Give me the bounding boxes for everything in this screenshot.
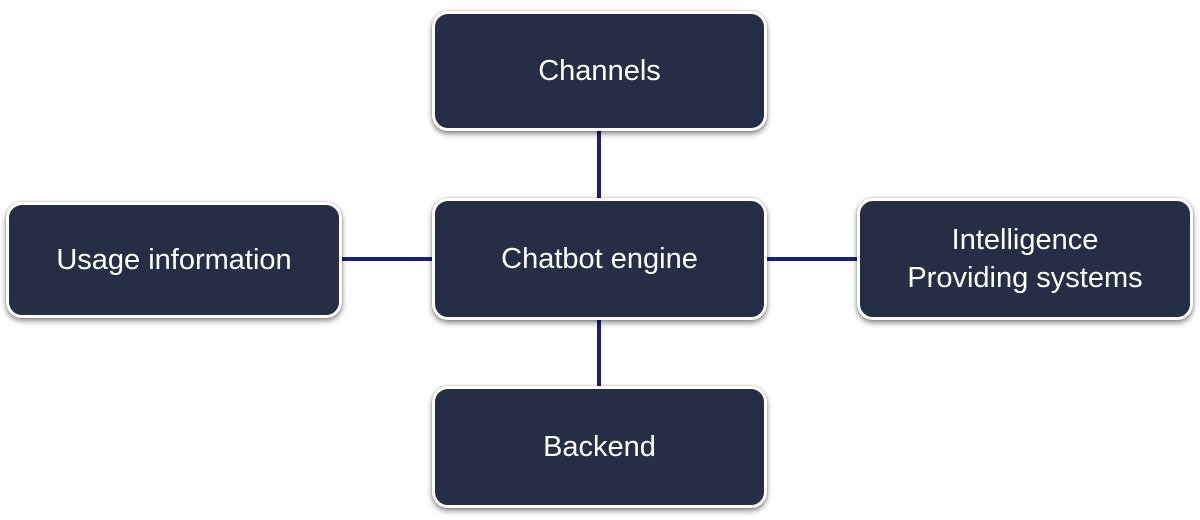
node-usage-information-label: Usage information [56, 244, 292, 276]
node-usage-information: Usage information [6, 202, 342, 318]
node-chatbot-engine-label: Chatbot engine [501, 243, 698, 275]
node-channels: Channels [432, 11, 767, 131]
node-intelligence-label-line1: Intelligence [951, 224, 1099, 256]
node-backend-label: Backend [543, 431, 656, 463]
node-chatbot-engine: Chatbot engine [432, 198, 767, 320]
node-channels-label: Channels [538, 55, 661, 87]
node-backend: Backend [432, 386, 767, 508]
node-intelligence-providing-systems: Intelligence Providing systems [857, 198, 1193, 320]
node-intelligence-label-line2: Providing systems [907, 262, 1143, 294]
